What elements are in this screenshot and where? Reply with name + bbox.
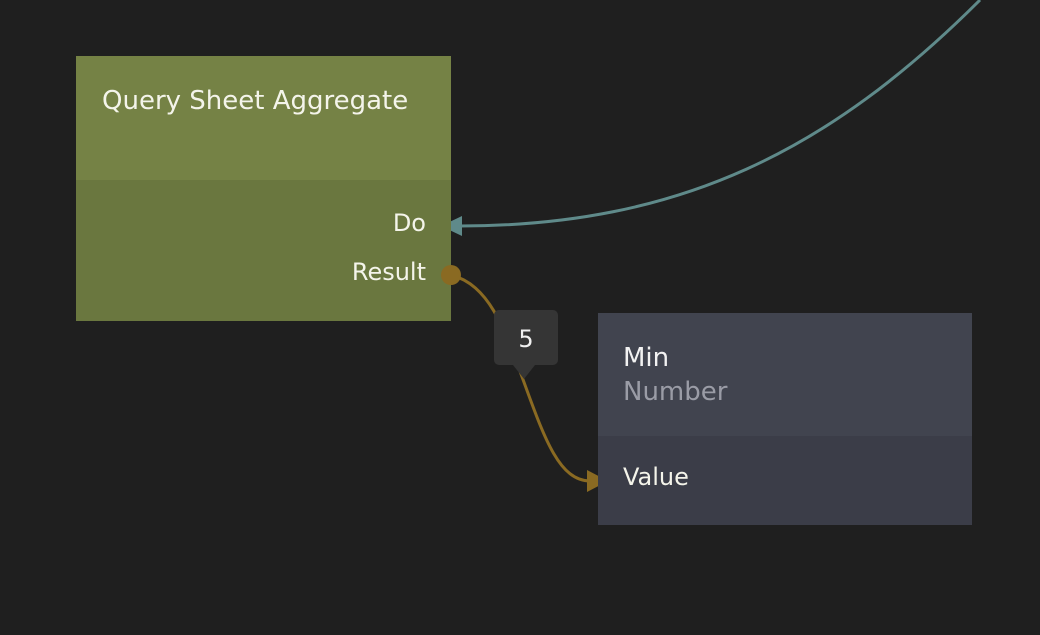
port-value[interactable]: Value: [623, 463, 689, 491]
node-title: Query Sheet Aggregate: [76, 56, 451, 180]
port-result[interactable]: Result: [351, 258, 426, 286]
signal-connection[interactable]: [459, 0, 982, 228]
value-input-arrow-icon: [587, 470, 608, 492]
min-number-node[interactable]: Min Number Value: [598, 313, 972, 525]
node-title: Min: [623, 343, 670, 373]
query-sheet-aggregate-node[interactable]: Query Sheet Aggregate Do Result: [76, 56, 451, 321]
node-subtitle: Number: [623, 377, 728, 407]
data-connection[interactable]: [450, 273, 591, 483]
port-do[interactable]: Do: [392, 209, 426, 237]
connection-value-tooltip: 5: [494, 310, 558, 379]
do-input-arrow-icon: [441, 216, 462, 236]
